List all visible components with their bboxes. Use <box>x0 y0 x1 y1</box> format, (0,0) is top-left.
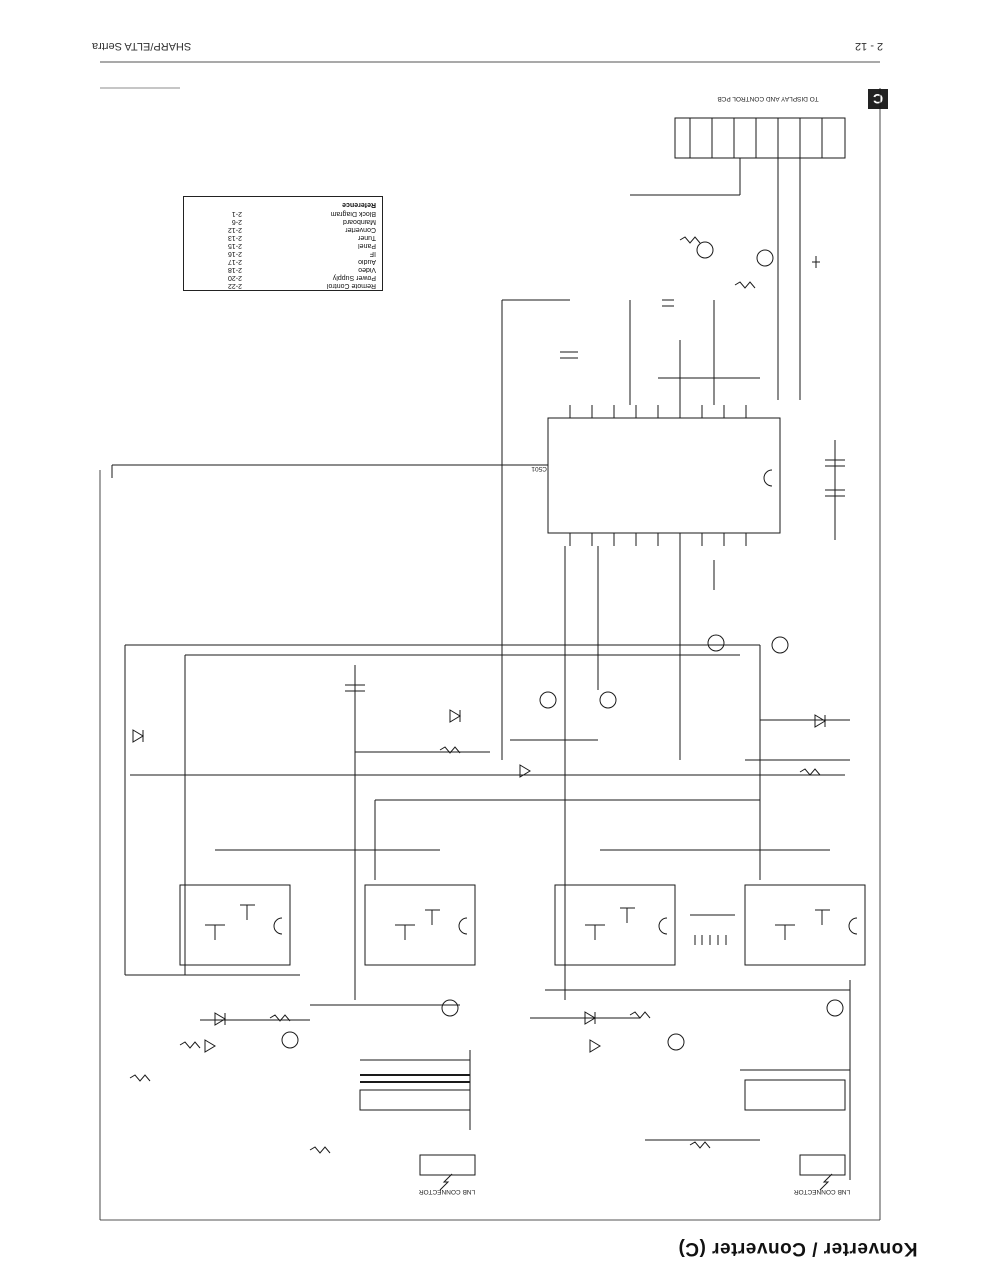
display-connector <box>674 117 846 159</box>
test-point <box>667 1033 685 1051</box>
test-point <box>539 691 557 709</box>
diode <box>519 764 531 778</box>
capacitor <box>825 459 845 467</box>
lnb-connector-left-label: LNB CONNECTOR <box>419 1188 476 1195</box>
switch-ic <box>179 884 291 966</box>
resistor <box>439 746 461 754</box>
ic-notch <box>848 917 858 935</box>
resistor <box>629 1011 651 1019</box>
main-ic <box>547 417 781 534</box>
switch-ic <box>364 884 476 966</box>
page-title: Konverter / Converter (C) <box>678 1238 918 1259</box>
capacitor <box>662 299 674 307</box>
switch-ic <box>554 884 676 966</box>
test-point <box>707 634 725 652</box>
lightning-icon <box>819 1173 833 1191</box>
display-connector-label: TO DISPLAY AND CONTROL PCB <box>717 95 818 102</box>
diode <box>584 1011 596 1025</box>
transistor <box>696 241 714 259</box>
transistor <box>756 249 774 267</box>
resistor <box>309 1146 331 1154</box>
test-point <box>771 636 789 654</box>
capacitor <box>345 684 365 692</box>
diode <box>132 729 144 743</box>
test-point <box>599 691 617 709</box>
resistor <box>179 1041 201 1049</box>
diode <box>814 714 826 728</box>
resistor <box>679 236 701 244</box>
diode <box>214 1012 226 1026</box>
ic-notch <box>458 917 468 935</box>
ic-notch <box>763 469 773 487</box>
test-point <box>826 999 844 1017</box>
resistor <box>799 768 821 776</box>
diode <box>812 256 820 268</box>
switch-ic <box>744 884 866 966</box>
reference-legend: Reference Block Diagram 2-1 Mainboard 2-… <box>183 196 383 291</box>
capacitor-bank <box>694 935 727 945</box>
lnb-connector-left <box>419 1154 476 1176</box>
mosfet-symbols <box>205 904 830 940</box>
lnb-connector-right <box>799 1154 846 1176</box>
capacitor <box>560 351 578 359</box>
diode <box>204 1039 216 1053</box>
capacitor <box>825 489 845 497</box>
lightning-icon <box>439 1173 453 1191</box>
resistor <box>269 1014 291 1022</box>
main-ic-label: IC501 <box>531 465 549 472</box>
resistor <box>689 1141 711 1149</box>
lnb-connector-right-label: LNB CONNECTOR <box>794 1188 851 1195</box>
diode <box>449 709 461 723</box>
ic-top-pins <box>569 405 747 418</box>
ic-notch <box>273 917 283 935</box>
test-point <box>441 999 459 1017</box>
resistor <box>129 1074 151 1082</box>
resistor <box>734 281 756 289</box>
ic-bottom-pins <box>569 533 747 546</box>
diode <box>589 1039 601 1053</box>
filter-block <box>744 1079 846 1111</box>
ic-notch <box>658 917 668 935</box>
test-point <box>281 1031 299 1049</box>
filter-block <box>359 1089 471 1111</box>
